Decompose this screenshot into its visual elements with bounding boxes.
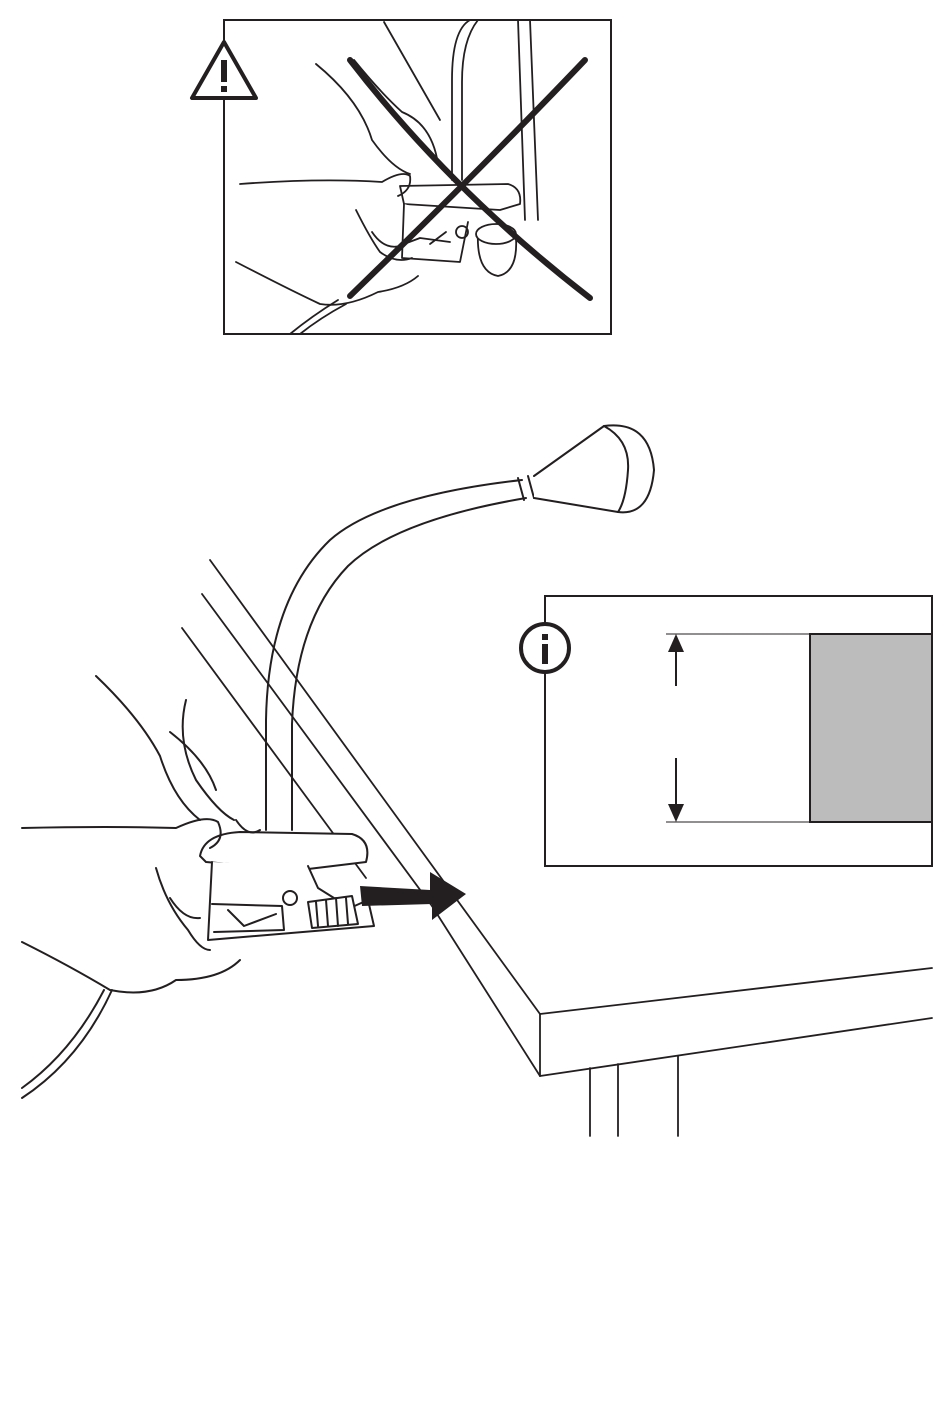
- warning-panel: [192, 20, 611, 334]
- info-circle-icon: [521, 624, 569, 672]
- info-panel: [521, 596, 932, 866]
- warning-panel-frame: [224, 20, 611, 334]
- table-thickness-block: [810, 634, 932, 822]
